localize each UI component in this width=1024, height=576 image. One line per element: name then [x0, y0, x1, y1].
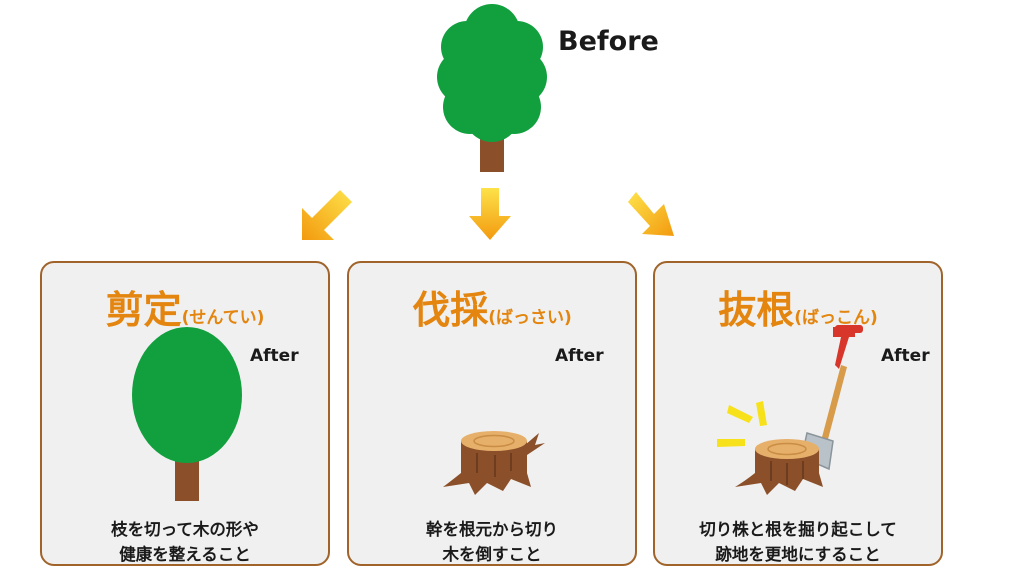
card-title-main: 剪定 [105, 288, 182, 332]
after-label: After [250, 346, 299, 366]
arrow-icon [469, 188, 511, 240]
stump-icon [443, 431, 545, 495]
desc-line: 枝を切って木の形や [111, 520, 259, 539]
arrow-icon [628, 192, 674, 236]
card-pruning: 剪定(せんてい) After 枝を切って木の形や 健康を整えること [40, 261, 330, 566]
desc-line: 木を倒すこと [442, 545, 542, 564]
after-label: After [881, 346, 930, 366]
after-label: After [555, 346, 604, 366]
card-title: 抜根(ばっこん) [655, 279, 941, 334]
desc-line: 健康を整えること [119, 545, 251, 564]
card-description: 切り株と根を掘り起こして 跡地を更地にすること [655, 517, 941, 567]
stump-shovel-icon [717, 325, 863, 495]
card-description: 枝を切って木の形や 健康を整えること [42, 517, 328, 567]
pruned-tree-icon [132, 327, 242, 501]
desc-line: 切り株と根を掘り起こして [699, 520, 897, 539]
tree-icon [437, 4, 547, 172]
card-title-reading: (ばっこん) [794, 308, 878, 328]
card-title-main: 伐採 [412, 288, 489, 332]
card-stump-removal: 抜根(ばっこん) After 切り株と根を掘り起こして 跡地を更地にすること [653, 261, 943, 566]
card-title-reading: (ばっさい) [488, 308, 572, 328]
card-felling: 伐採(ばっさい) After 幹を根元から切り 木を倒すこと [347, 261, 637, 566]
arrow-icon [302, 190, 352, 240]
card-description: 幹を根元から切り 木を倒すこと [349, 517, 635, 567]
card-title-main: 抜根 [718, 288, 795, 332]
desc-line: 幹を根元から切り [426, 520, 558, 539]
card-title-reading: (せんてい) [181, 308, 265, 328]
card-title: 剪定(せんてい) [42, 279, 328, 334]
before-label: Before [558, 26, 659, 57]
card-title: 伐採(ばっさい) [349, 279, 635, 334]
desc-line: 跡地を更地にすること [715, 545, 881, 564]
